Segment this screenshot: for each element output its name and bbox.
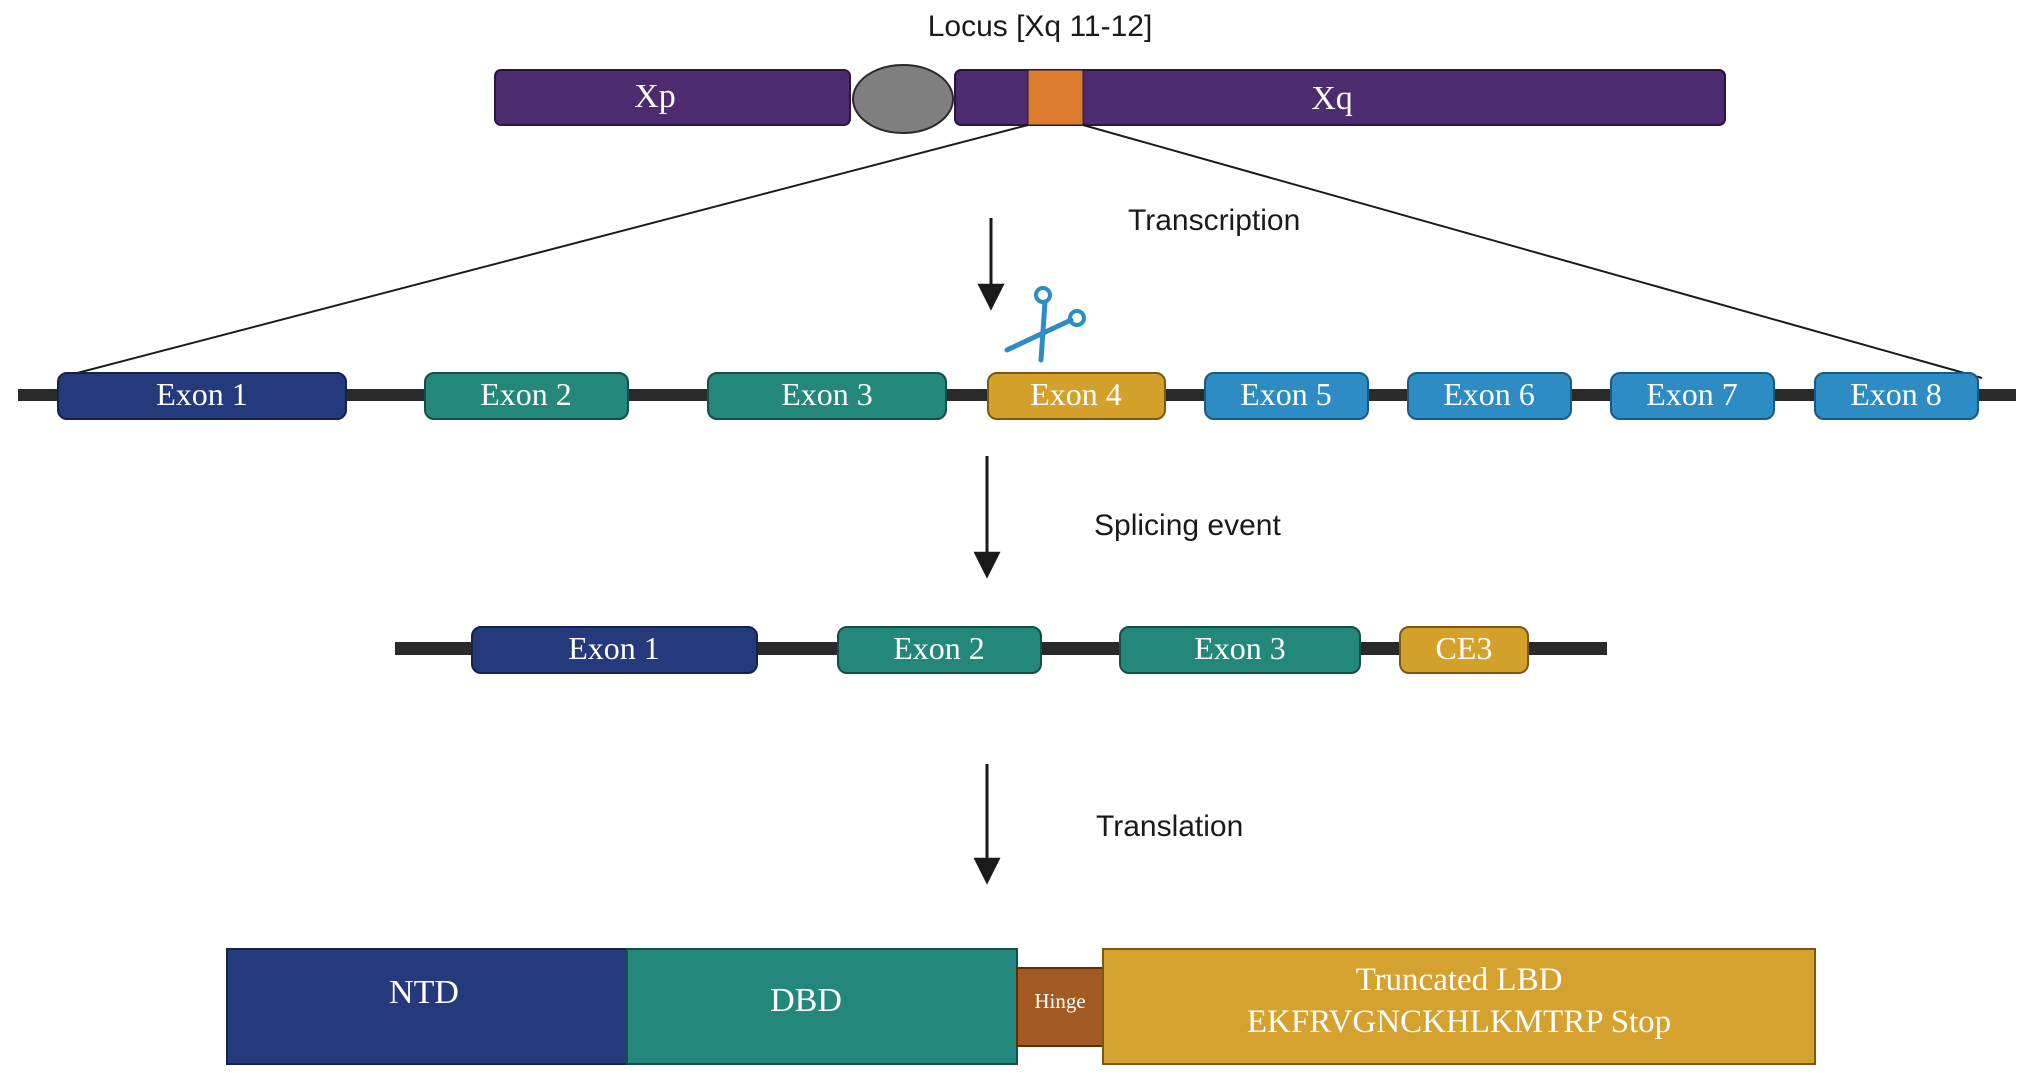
dbd-domain xyxy=(626,948,1018,1065)
gene-full: Exon 1 Exon 2 Exon 3 Exon 4 Exon 5 Exon … xyxy=(18,372,2016,420)
centromere xyxy=(852,64,954,134)
splicing-label: Splicing event xyxy=(1094,509,1281,542)
spliced-exon-2-label: Exon 2 xyxy=(893,630,985,666)
zoom-line-right xyxy=(1082,124,1983,379)
locus-band xyxy=(1027,69,1084,126)
spliced-ce3-label: CE3 xyxy=(1436,630,1493,666)
hinge-label: Hinge xyxy=(1034,989,1085,1013)
lbd-label-line1: Truncated LBD xyxy=(1356,962,1563,998)
scissors-icon xyxy=(1004,286,1086,363)
protein-domains: NTD DBD Hinge Truncated LBD EKFRVGNCKHLK… xyxy=(226,948,1816,1065)
gene-exon-1-label: Exon 1 xyxy=(156,376,248,412)
ntd-label: NTD xyxy=(389,974,459,1011)
zoom-line-left xyxy=(57,124,1029,379)
gene-exon-4 xyxy=(987,372,1166,420)
gene-exon-6 xyxy=(1407,372,1572,420)
gene-exon-1 xyxy=(57,372,347,420)
spliced-exon-3 xyxy=(1119,626,1361,674)
gene-exon-4-label: Exon 4 xyxy=(1030,376,1122,412)
gene-exon-3-label: Exon 3 xyxy=(781,376,873,412)
hinge-domain xyxy=(1016,967,1104,1047)
gene-exon-6-label: Exon 6 xyxy=(1443,376,1535,412)
gene-exon-2-label: Exon 2 xyxy=(480,376,572,412)
chromosome-q-arm xyxy=(954,69,1726,126)
gene-exon-8-label: Exon 8 xyxy=(1850,376,1942,412)
gene-exon-2 xyxy=(424,372,629,420)
lbd-domain xyxy=(1102,948,1816,1065)
transcription-label: Transcription xyxy=(1128,204,1300,237)
p-arm-label: Xp xyxy=(634,78,676,115)
gene-exon-5-label: Exon 5 xyxy=(1240,376,1332,412)
spliced-ce3 xyxy=(1399,626,1529,674)
chromosome: Locus [Xq 11-12] Xp Xq xyxy=(494,10,1726,134)
spliced-exon-3-label: Exon 3 xyxy=(1194,630,1286,666)
gene-exon-8 xyxy=(1814,372,1979,420)
lbd-label-line2: EKFRVGNCKHLKMTRP Stop xyxy=(1247,1004,1671,1040)
gene-exon-7-label: Exon 7 xyxy=(1646,376,1738,412)
spliced-exon-2 xyxy=(837,626,1042,674)
spliced-transcript: Exon 1 Exon 2 Exon 3 CE3 xyxy=(395,626,1607,674)
q-arm-label: Xq xyxy=(1311,80,1353,117)
spliced-exon-1 xyxy=(471,626,758,674)
gene-exon-5 xyxy=(1204,372,1369,420)
gene-exon-7 xyxy=(1610,372,1775,420)
spliced-exon-1-label: Exon 1 xyxy=(568,630,660,666)
gene-exon-3 xyxy=(707,372,947,420)
ntd-domain xyxy=(226,948,628,1065)
chromosome-p-arm xyxy=(494,69,851,126)
locus-label: Locus [Xq 11-12] xyxy=(928,10,1153,43)
dbd-label: DBD xyxy=(770,982,842,1019)
translation-label: Translation xyxy=(1096,810,1243,843)
